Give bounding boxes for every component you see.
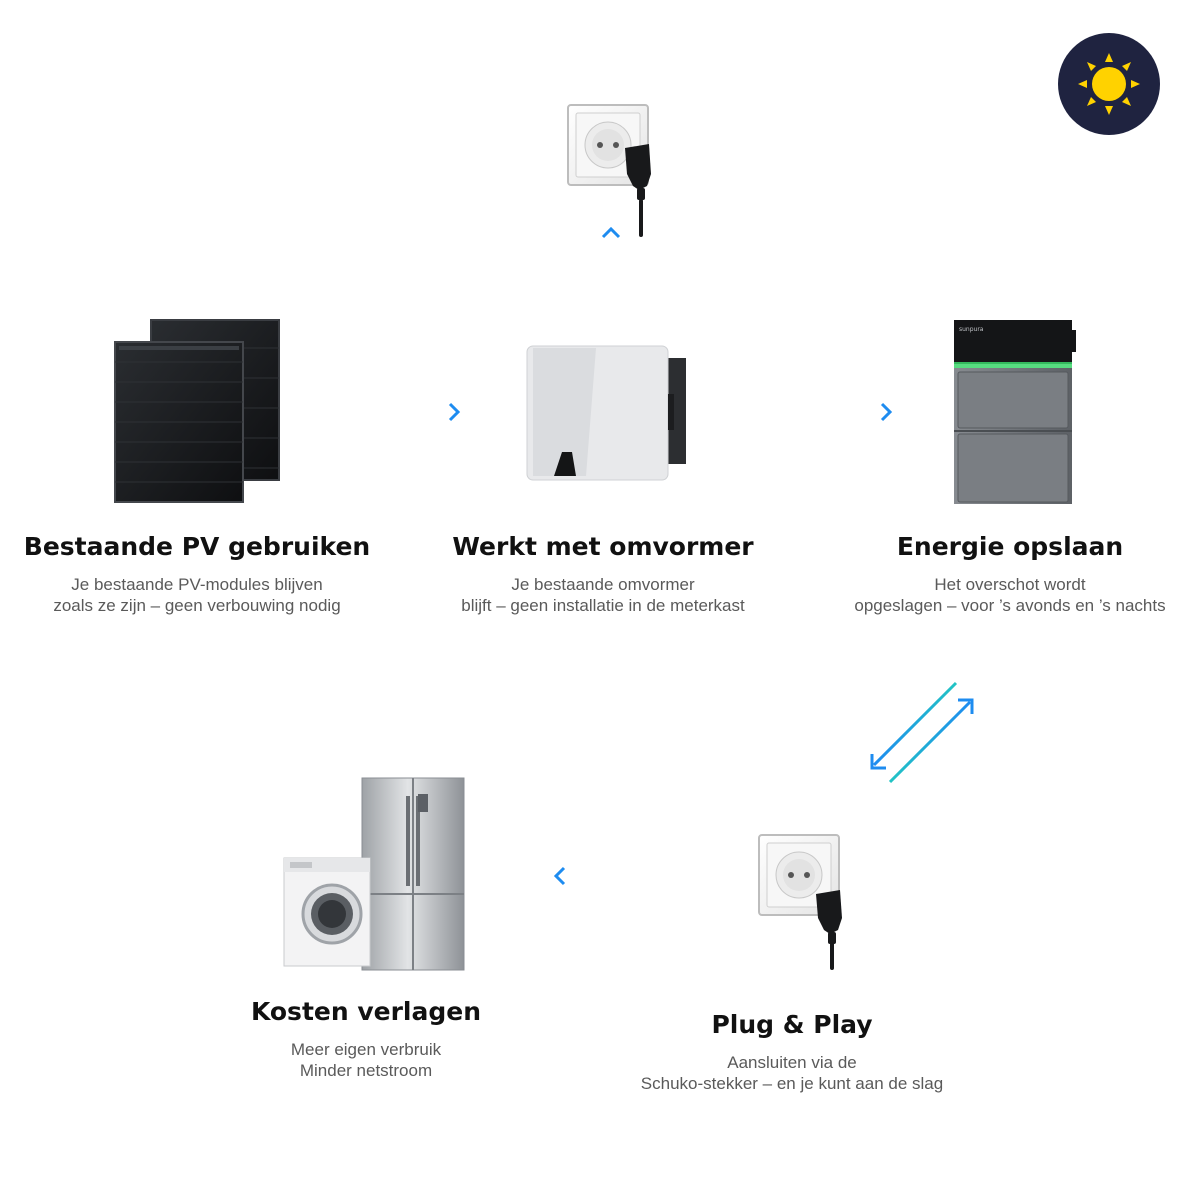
step-pv-line1: Je bestaande PV-modules blijven: [71, 575, 323, 594]
step-storage-line2: opgeslagen – voor ’s avonds en ’s nachts: [854, 596, 1166, 615]
arrow-up-to-socket: [601, 226, 621, 315]
step-inverter-title: Werkt met omvormer: [452, 532, 754, 561]
step-pv-description: Je bestaande PV-modules blijven zoals ze…: [17, 574, 377, 616]
sun-icon: [1058, 33, 1160, 135]
inverter-icon: [526, 345, 686, 481]
step-storage-line1: Het overschot wordt: [934, 575, 1086, 594]
step-plug-line1: Aansluiten via de: [727, 1053, 857, 1072]
arrow-battery-to-plug: [870, 681, 958, 770]
step-storage-title: Energie opslaan: [896, 532, 1124, 561]
step-costs-line2: Minder netstroom: [299, 1061, 433, 1080]
arrow-plug-to-battery: [888, 698, 974, 784]
battery-icon: sunpura: [954, 320, 1076, 504]
step-inverter-description: Je bestaande omvormer blijft – geen inst…: [423, 574, 783, 616]
step-pv-title: Bestaande PV gebruiken: [23, 532, 371, 561]
step-plug-description: Aansluiten via de Schuko-stekker – en je…: [612, 1052, 972, 1094]
solar-panel-icon: [114, 319, 280, 503]
battery-brand-label: sunpura: [959, 326, 984, 333]
step-plug-title: Plug & Play: [711, 1010, 873, 1039]
wall-socket-icon: [567, 104, 651, 237]
step-storage-description: Het overschot wordt opgeslagen – voor ’s…: [830, 574, 1190, 616]
wall-socket-icon: [758, 834, 842, 970]
arrow-pv-to-inverter: [341, 402, 461, 422]
step-inverter-line2: blijft – geen installatie in de meterkas…: [461, 596, 745, 615]
step-costs-description: Meer eigen verbruik Minder netstroom: [186, 1039, 546, 1081]
step-costs-title: Kosten verlagen: [250, 997, 482, 1026]
arrow-inverter-to-battery: [773, 402, 893, 422]
step-costs-line1: Meer eigen verbruik: [290, 1040, 442, 1059]
step-plug-line2: Schuko-stekker – en je kunt aan de slag: [640, 1074, 944, 1093]
arrow-plug-to-appliances: [553, 866, 672, 886]
step-inverter-line1: Je bestaande omvormer: [511, 575, 695, 594]
step-pv-line2: zoals ze zijn – geen verbouwing nodig: [53, 596, 341, 615]
appliances-icon: [283, 777, 465, 971]
